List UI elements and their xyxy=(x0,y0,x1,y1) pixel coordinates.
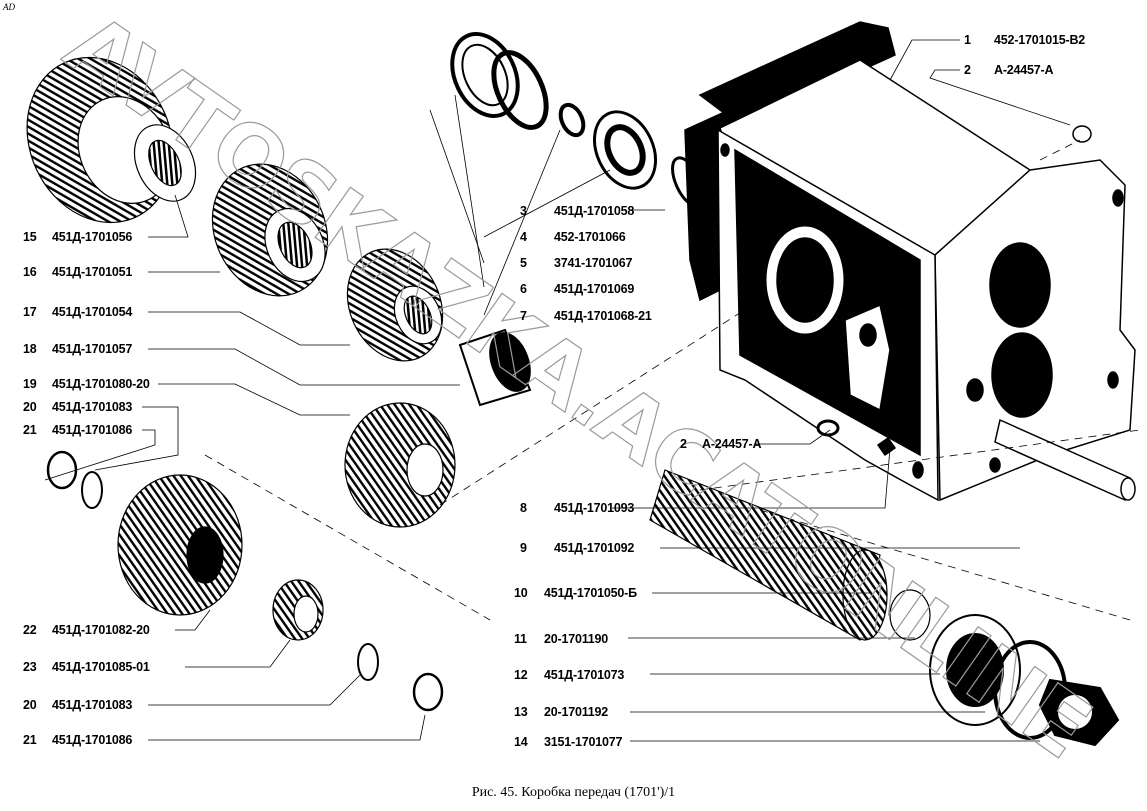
seals-and-rings xyxy=(450,32,705,208)
figure-caption: Рис. 45. Коробка передач (1701')/1 xyxy=(471,785,676,800)
gear-22 xyxy=(117,474,243,616)
gearbox-housing xyxy=(684,21,1136,502)
bearing-12 xyxy=(929,614,1067,740)
gear-17 xyxy=(346,248,444,362)
needle-bearing-23 xyxy=(272,579,324,641)
gear-15 xyxy=(26,56,197,224)
dashed-axis-lines xyxy=(204,139,1141,621)
leader-lines xyxy=(44,39,1071,742)
nut-14 xyxy=(1038,678,1120,747)
input-shaft xyxy=(649,469,931,641)
corner-mark: AD xyxy=(3,2,15,12)
bushing-18 xyxy=(458,328,532,407)
gear-16 xyxy=(211,163,329,297)
gear-19 xyxy=(344,402,456,528)
